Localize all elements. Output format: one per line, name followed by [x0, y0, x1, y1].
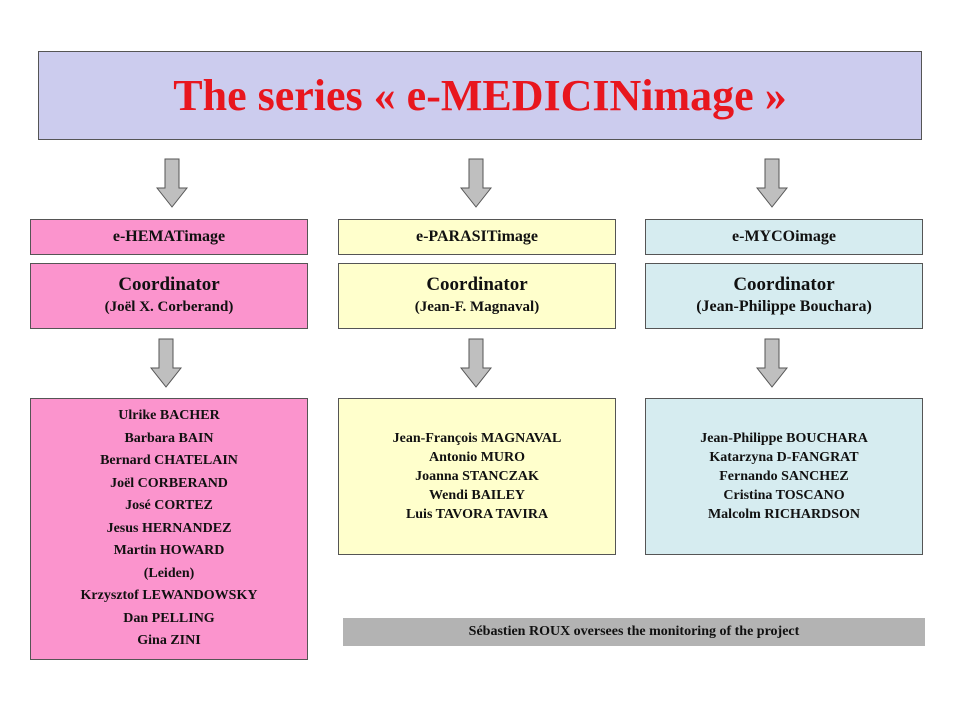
- member-name: Wendi BAILEY: [428, 488, 526, 503]
- series-box-hema: e-HEMATimage: [30, 219, 308, 255]
- member-name: Malcolm RICHARDSON: [707, 507, 861, 522]
- footer-text: Sébastien ROUX oversees the monitoring o…: [468, 624, 800, 639]
- member-name: Cristina TOSCANO: [723, 488, 845, 503]
- coordinator-box-myco: Coordinator (Jean-Philippe Bouchara): [645, 263, 923, 329]
- member-name: (Leiden): [143, 565, 195, 581]
- series-box-myco: e-MYCOimage: [645, 219, 923, 255]
- member-name: Joanna STANCZAK: [415, 469, 539, 484]
- title-box: The series « e-MEDICINimage »: [38, 51, 922, 140]
- arrow-down-icon: [756, 158, 788, 208]
- member-name: Gina ZINI: [137, 633, 201, 649]
- coordinator-name: (Jean-Philippe Bouchara): [696, 298, 872, 315]
- coordinator-name: (Joël X. Corberand): [104, 299, 234, 315]
- member-name: Luis TAVORA TAVIRA: [405, 507, 549, 522]
- member-name: Katarzyna D-FANGRAT: [709, 450, 859, 465]
- member-name: Joël CORBERAND: [110, 475, 228, 491]
- members-box-hema: Ulrike BACHER Barbara BAIN Bernard CHATE…: [30, 398, 308, 660]
- footer-note: Sébastien ROUX oversees the monitoring o…: [342, 617, 926, 647]
- arrow-down-icon: [150, 338, 182, 388]
- coordinator-label: Coordinator: [118, 274, 220, 295]
- members-box-myco: Jean-Philippe BOUCHARA Katarzyna D-FANGR…: [645, 398, 923, 555]
- member-name: Jean-Philippe BOUCHARA: [700, 431, 868, 446]
- member-name: Martin HOWARD: [113, 543, 225, 559]
- arrow-down-icon: [756, 338, 788, 388]
- coordinator-label: Coordinator: [426, 274, 528, 295]
- arrow-down-icon: [460, 338, 492, 388]
- member-name: Jesus HERNANDEZ: [106, 520, 232, 536]
- series-name: e-PARASITimage: [415, 228, 539, 245]
- member-name: José CORTEZ: [125, 498, 213, 514]
- member-name: Bernard CHATELAIN: [100, 453, 238, 469]
- series-name: e-HEMATimage: [112, 228, 226, 245]
- member-name: Antonio MURO: [428, 450, 526, 465]
- member-name: Dan PELLING: [123, 610, 215, 626]
- member-name: Jean-François MAGNAVAL: [392, 431, 562, 446]
- member-name: Ulrike BACHER: [118, 408, 220, 424]
- coordinator-box-parasit: Coordinator (Jean-F. Magnaval): [338, 263, 616, 329]
- page-title: The series « e-MEDICINimage »: [173, 71, 787, 120]
- coordinator-name: (Jean-F. Magnaval): [414, 299, 540, 315]
- arrow-down-icon: [460, 158, 492, 208]
- member-name: Barbara BAIN: [124, 430, 214, 446]
- series-box-parasit: e-PARASITimage: [338, 219, 616, 255]
- arrow-down-icon: [156, 158, 188, 208]
- member-name: Krzysztof LEWANDOWSKY: [80, 588, 258, 604]
- members-box-parasit: Jean-François MAGNAVAL Antonio MURO Joan…: [338, 398, 616, 555]
- coordinator-box-hema: Coordinator (Joël X. Corberand): [30, 263, 308, 329]
- series-name: e-MYCOimage: [732, 228, 836, 245]
- member-name: Fernando SANCHEZ: [719, 469, 849, 484]
- coordinator-label: Coordinator: [733, 274, 835, 295]
